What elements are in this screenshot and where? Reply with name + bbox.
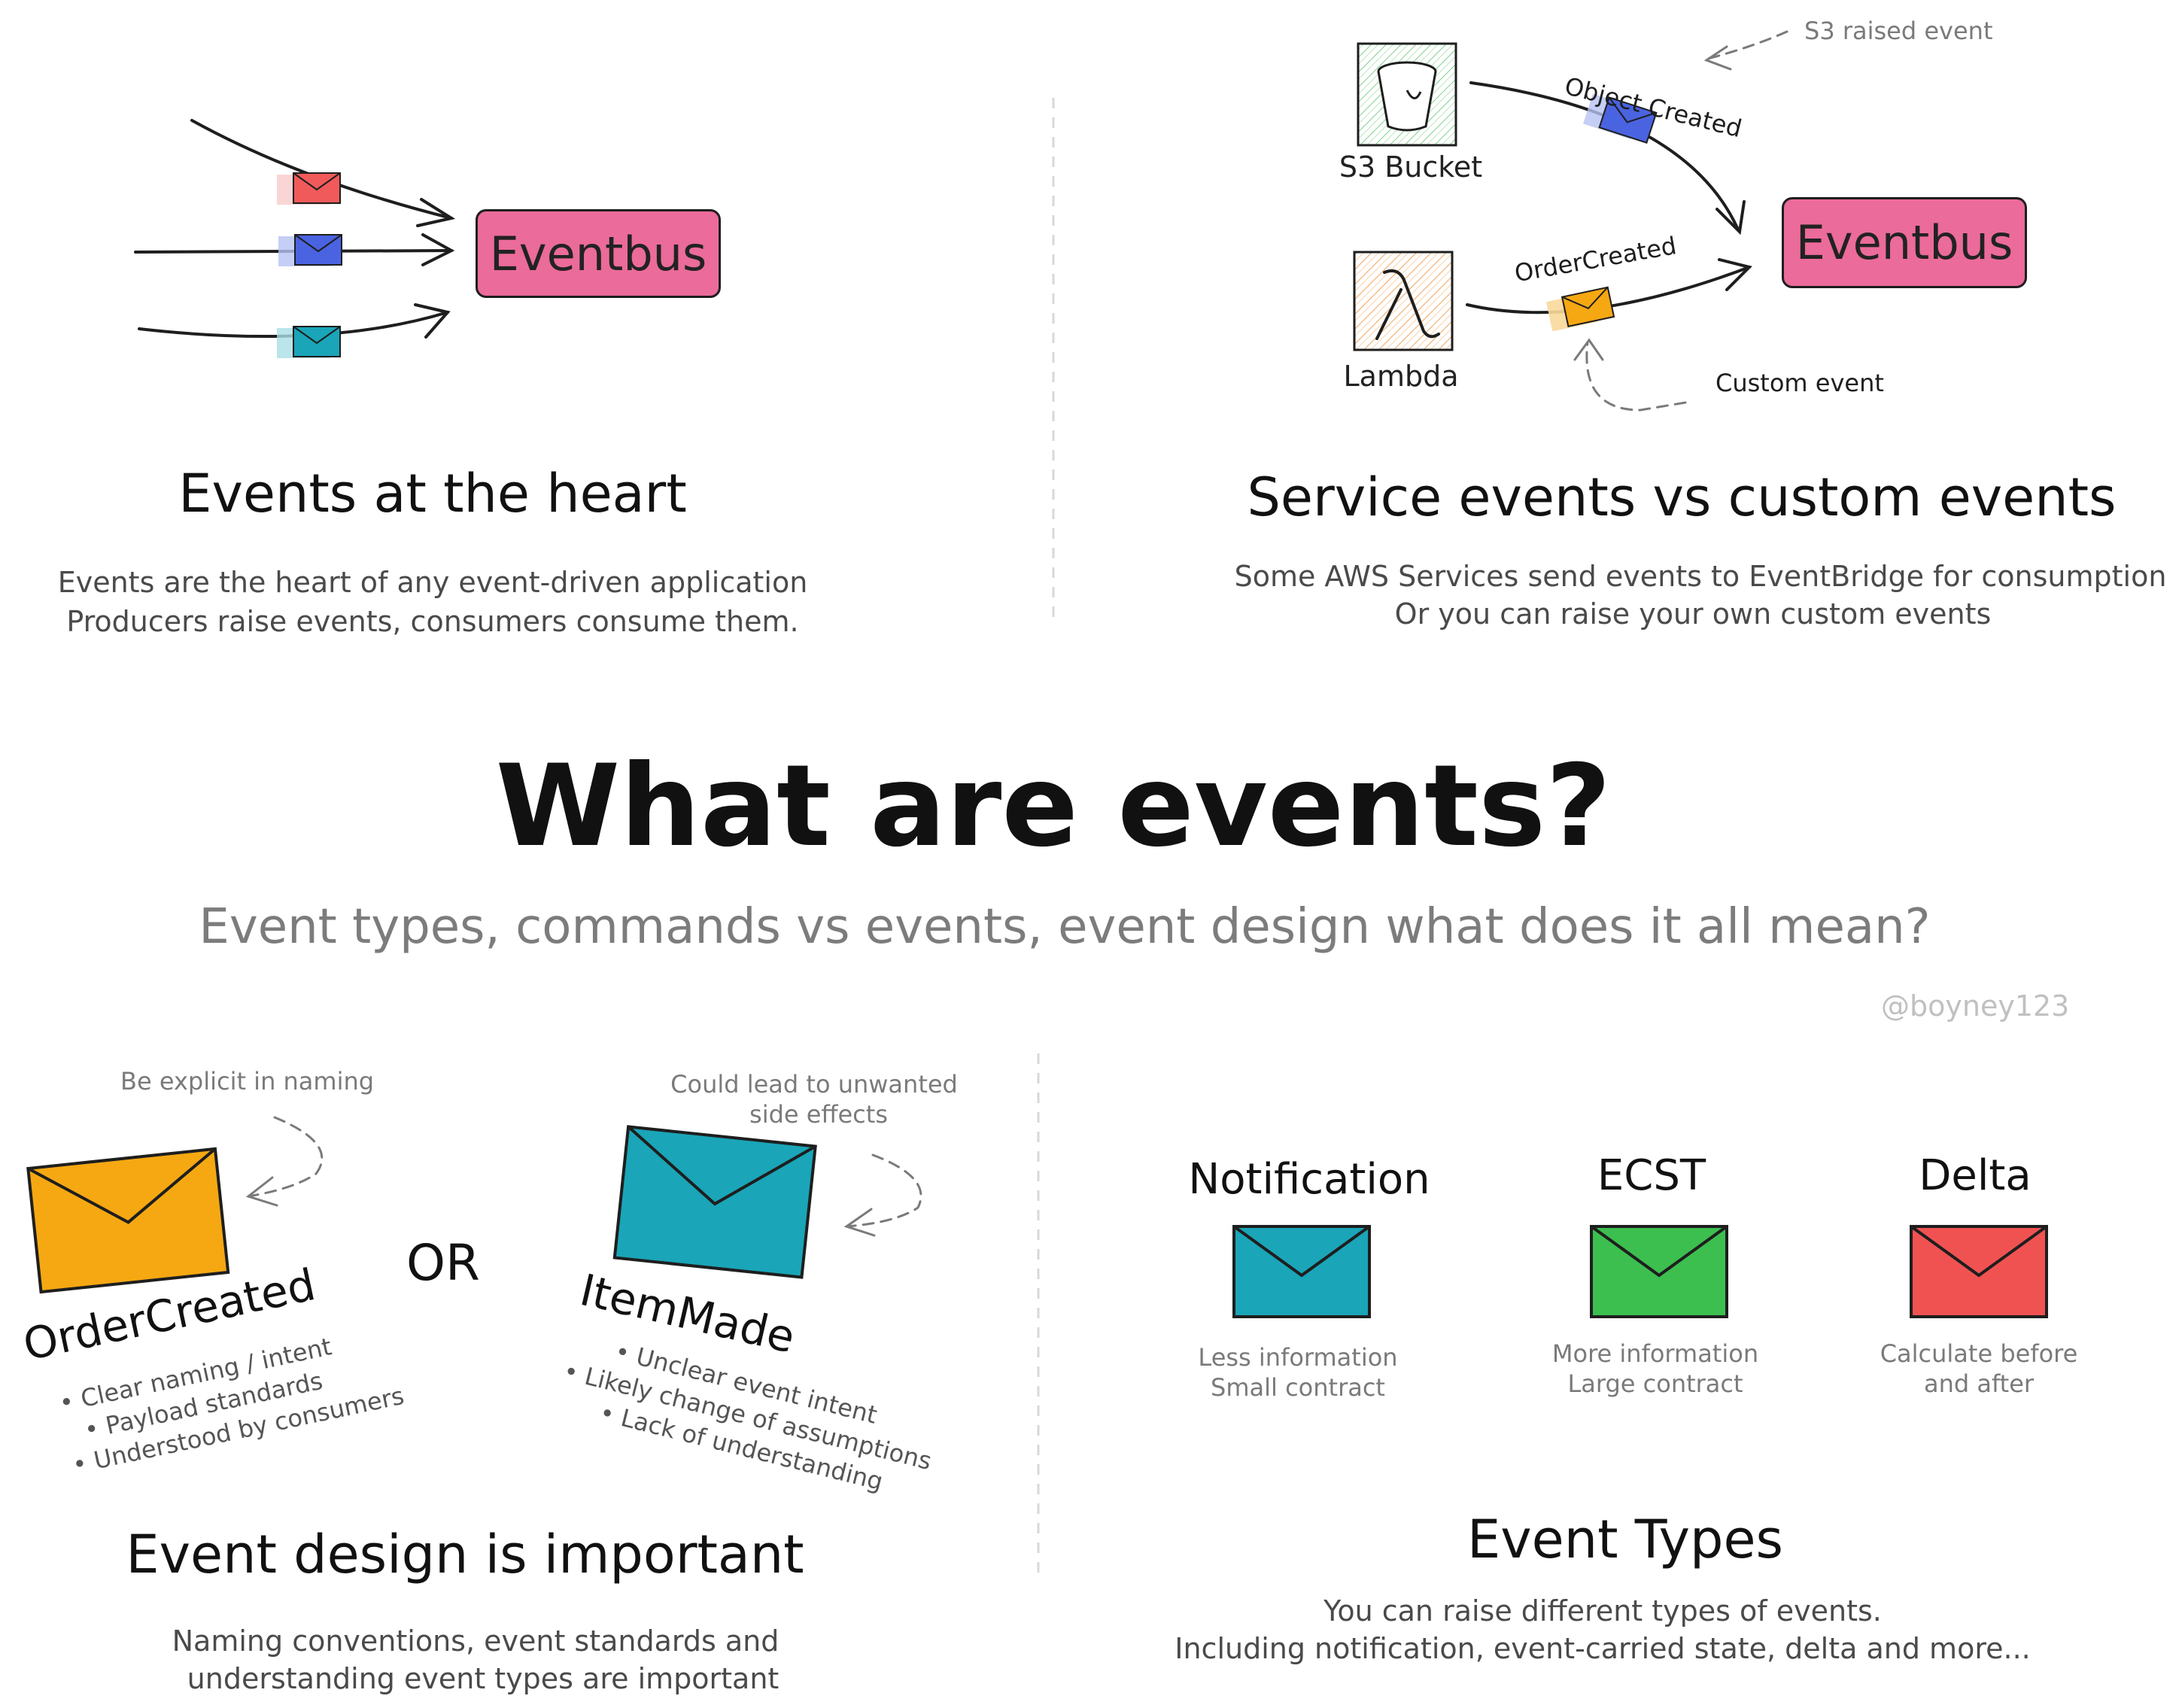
eventbus-label-right: Eventbus	[1795, 215, 2013, 270]
desc-event-types-line1: You can raise different types of events.	[1323, 1594, 1882, 1627]
type-delta-line2: and after	[1923, 1369, 2035, 1398]
s3-bucket-icon	[1357, 42, 1457, 147]
lambda-icon	[1353, 251, 1454, 351]
top-right-dashed-callouts	[1573, 30, 1788, 412]
note-explicit-naming: Be explicit in naming	[120, 1067, 375, 1096]
top-left-envelope-teal	[277, 326, 341, 358]
item-made-envelope-large	[612, 1125, 817, 1279]
main-subtitle: Event types, commands vs events, event d…	[199, 899, 1931, 955]
top-left-envelope-red	[277, 172, 341, 205]
heading-service-vs-custom: Service events vs custom events	[1247, 467, 2117, 528]
type-ecst-line2: Large contract	[1567, 1369, 1743, 1398]
desc-events-heart-line1: Events are the heart of any event-driven…	[57, 566, 808, 599]
type-notification-line2: Small contract	[1211, 1373, 1385, 1402]
note-unwanted-line2: side effects	[749, 1100, 888, 1129]
top-left-arrows	[134, 119, 456, 339]
s3-raised-event-note: S3 raised event	[1804, 17, 1993, 45]
type-name-notification: Notification	[1188, 1155, 1430, 1204]
heading-event-types: Event Types	[1466, 1509, 1784, 1570]
desc-service-custom-line1: Some AWS Services send events to EventBr…	[1234, 560, 2167, 593]
lambda-label: Lambda	[1343, 360, 1459, 393]
type-delta-line1: Calculate before	[1880, 1339, 2078, 1368]
desc-service-custom-line2: Or you can raise your own custom events	[1394, 597, 1992, 631]
note-unwanted-line1: Could lead to unwanted	[670, 1070, 958, 1099]
type-ecst-line1: More information	[1551, 1339, 1759, 1368]
or-label: OR	[406, 1234, 480, 1292]
desc-event-types-line2: Including notification, event-carried st…	[1175, 1632, 2031, 1665]
delta-envelope	[1910, 1225, 2048, 1318]
object-created-envelope	[1583, 93, 1658, 144]
heading-events-at-heart: Events at the heart	[178, 463, 687, 524]
custom-event-note: Custom event	[1716, 369, 1884, 397]
bottom-left-dashed-callouts	[245, 1116, 922, 1237]
eventbus-box-left: Eventbus	[476, 209, 721, 298]
eventbus-box-right: Eventbus	[1782, 197, 2027, 288]
desc-event-design-line2: understanding event types are important	[187, 1662, 780, 1695]
order-created-envelope-large	[26, 1147, 230, 1294]
desc-event-design-line1: Naming conventions, event standards and	[172, 1624, 780, 1658]
type-notification-line1: Less information	[1198, 1343, 1398, 1372]
type-name-ecst: ECST	[1597, 1151, 1706, 1200]
notification-envelope	[1232, 1225, 1371, 1318]
type-name-delta: Delta	[1919, 1151, 2032, 1200]
heading-event-design: Event design is important	[126, 1524, 804, 1585]
main-title: What are events?	[495, 741, 1612, 872]
desc-events-heart-line2: Producers raise events, consumers consum…	[66, 605, 799, 638]
order-created-envelope	[1545, 286, 1615, 332]
ecst-envelope	[1590, 1225, 1728, 1318]
s3-bucket-label: S3 Bucket	[1339, 150, 1483, 184]
top-left-envelope-blue	[278, 234, 342, 266]
eventbus-label-left: Eventbus	[489, 226, 707, 281]
author-handle: @boyney123	[1881, 989, 2070, 1023]
